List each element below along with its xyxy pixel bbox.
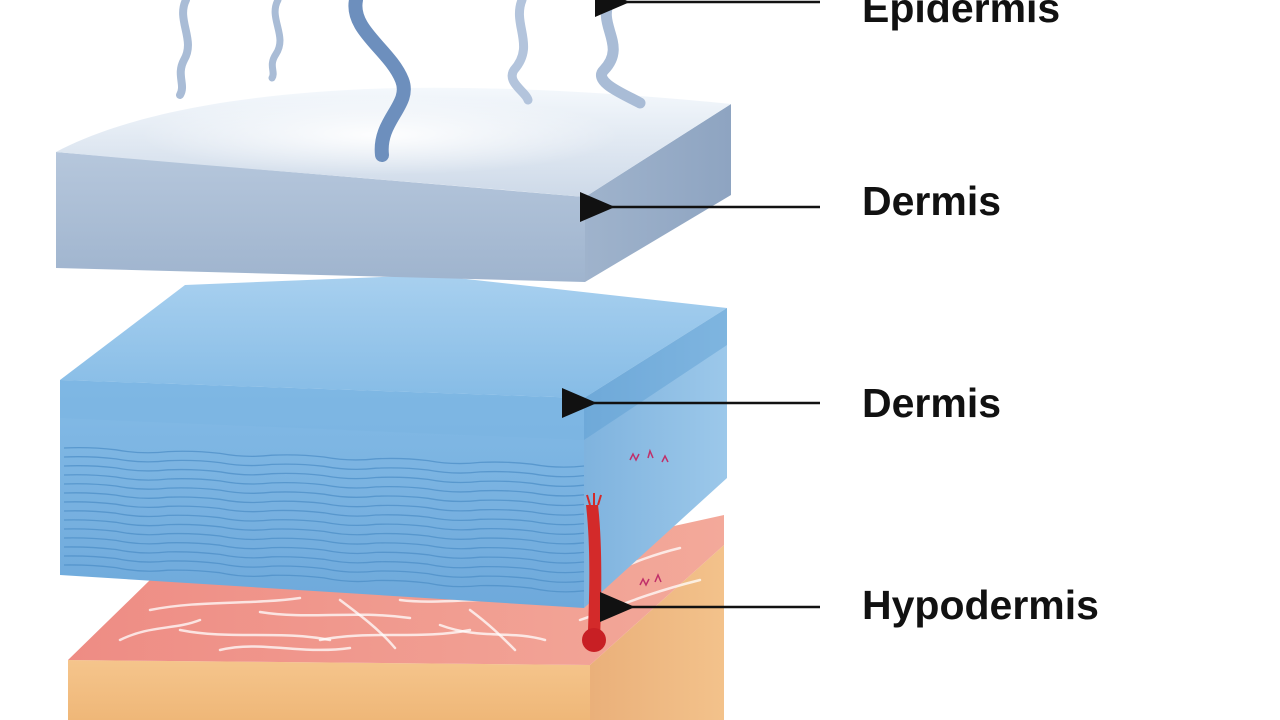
evaporation-wisps [176, 0, 646, 162]
dermis-fiber-line [63, 528, 585, 555]
dermis-side-face [584, 308, 727, 608]
dermis-fiber-line [63, 474, 585, 497]
epidermis-side-face [585, 104, 731, 282]
dermis-fiber-line [63, 456, 585, 478]
dermis-fiber-line [63, 555, 585, 583]
dermis-layer [60, 275, 727, 652]
pointer-arrows [562, 0, 820, 622]
blood-vessel [582, 493, 606, 652]
dermis-fiber-line [63, 447, 585, 468]
label-hypodermis: Hypodermis [862, 582, 1099, 628]
epidermis-front-face [56, 152, 585, 282]
dermis-fiber-line [63, 465, 585, 487]
label-dermis-lower: Dermis [862, 380, 1002, 426]
dermis-fiber-line [63, 546, 585, 574]
label-epidermis: Epidermis [862, 0, 1061, 31]
dermis-top-face [60, 275, 727, 398]
dermis-fiber-line [63, 501, 585, 526]
dermis-fiber-line [63, 537, 585, 564]
dermis-papillary-band [60, 380, 584, 440]
hypodermis-side-face [590, 545, 724, 720]
dermis-fiber-line [63, 519, 585, 545]
epidermis-layer [56, 87, 731, 282]
label-dermis-upper: Dermis [862, 178, 1002, 224]
dermis-fiber-line [63, 510, 585, 535]
dermis-fiber-line [63, 564, 585, 593]
hypodermis-front-face [68, 660, 590, 720]
dermis-fiber-line [63, 492, 585, 516]
dermis-fiber-line [63, 483, 585, 507]
dermis-nerve-endings [629, 448, 669, 587]
dermis-wavy-fibers [63, 447, 585, 593]
